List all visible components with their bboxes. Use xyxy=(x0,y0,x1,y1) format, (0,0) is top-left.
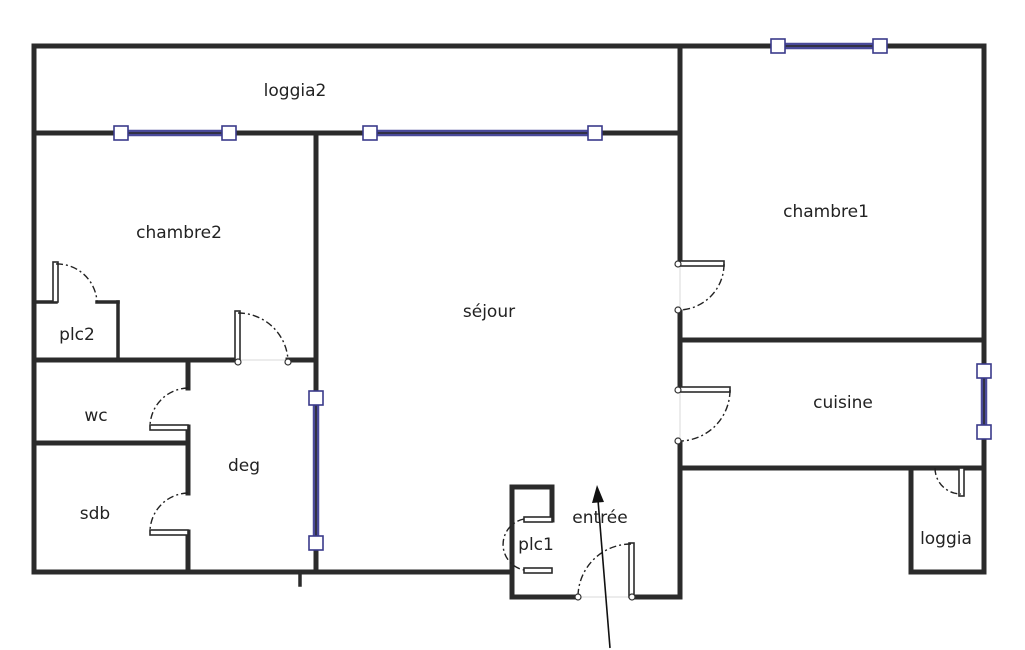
room-label-sejour: séjour xyxy=(463,302,515,322)
room-label-entree: entrée xyxy=(572,508,627,528)
window-chambre1 xyxy=(770,38,888,54)
walls xyxy=(31,43,987,600)
door-wc xyxy=(149,387,189,431)
doors xyxy=(52,260,965,601)
room-label-sdb: sdb xyxy=(80,504,110,524)
room-label-plc2: plc2 xyxy=(59,325,95,345)
room-labels: loggia2 chambre2 chambre1 séjour plc2 wc… xyxy=(59,81,972,555)
room-label-loggia: loggia xyxy=(920,529,972,549)
door-chambre2 xyxy=(234,310,292,366)
window-sejour xyxy=(362,125,603,141)
room-label-deg: deg xyxy=(228,456,260,476)
window-cuisine xyxy=(976,363,992,440)
entry-arrow xyxy=(592,485,611,649)
windows xyxy=(113,38,992,551)
room-label-loggia2: loggia2 xyxy=(264,81,327,101)
door-loggia xyxy=(934,467,965,497)
door-entree xyxy=(574,542,636,601)
room-label-plc1: plc1 xyxy=(518,535,554,555)
window-chambre2 xyxy=(113,125,237,141)
room-label-wc: wc xyxy=(84,406,107,426)
room-label-cuisine: cuisine xyxy=(813,393,873,413)
room-label-chambre1: chambre1 xyxy=(783,202,869,222)
door-sdb xyxy=(149,492,189,536)
door-chambre1 xyxy=(674,260,725,314)
door-plc2 xyxy=(52,261,98,303)
door-plc1 xyxy=(502,516,553,574)
door-cuisine xyxy=(674,386,731,445)
window-deg xyxy=(308,390,324,551)
room-label-chambre2: chambre2 xyxy=(136,223,222,243)
